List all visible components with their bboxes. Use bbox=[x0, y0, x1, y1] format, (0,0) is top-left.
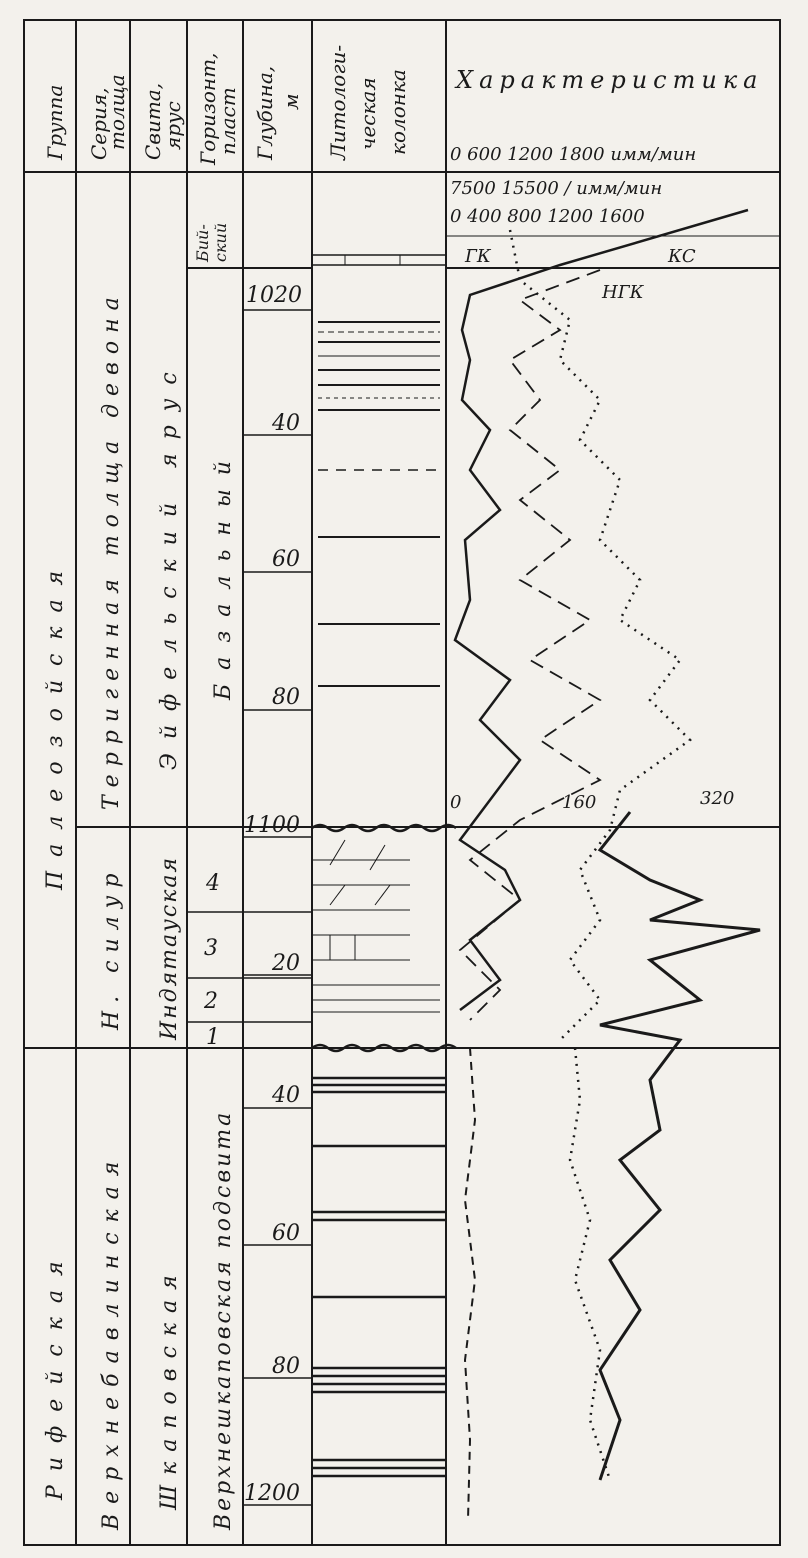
layer-2: 2 bbox=[203, 989, 218, 1014]
scale-ngk: 7500 15500 / имм/мин bbox=[450, 178, 662, 199]
horizon-biy-2: ский bbox=[211, 223, 230, 262]
depth-1100: 1100 bbox=[244, 813, 300, 838]
suite-eifel: Эйфельский ярус bbox=[157, 358, 182, 770]
header-litho-1: Литологи- bbox=[326, 45, 350, 161]
lithology-column bbox=[311, 254, 457, 1478]
horizon-baz: Базальный bbox=[211, 447, 236, 701]
low-solid-curve bbox=[597, 811, 761, 1481]
low-dashed-curve bbox=[463, 1047, 477, 1521]
label-ks: КС bbox=[667, 246, 696, 267]
group-rifey: Рифейская bbox=[43, 1247, 68, 1501]
ngk-curve bbox=[458, 269, 602, 1021]
label-gk: ГК bbox=[464, 246, 492, 267]
layer-1: 1 bbox=[206, 1025, 220, 1050]
header-depth-1: Глубина, bbox=[253, 66, 277, 161]
header-group: Группа bbox=[43, 85, 67, 161]
scale-low-320: 320 bbox=[700, 788, 734, 809]
depth-1160: 60 bbox=[272, 1221, 300, 1246]
ks-curve bbox=[453, 208, 749, 1011]
horizon-podsv: Верхнешкаповская подсвита bbox=[211, 1110, 236, 1531]
suite-indyat: Индятауская bbox=[157, 856, 182, 1041]
header-litho-2: ческая bbox=[356, 77, 380, 150]
layer-4: 4 bbox=[205, 871, 220, 896]
header-characteristic: Характеристика bbox=[454, 66, 763, 94]
depth-1120: 20 bbox=[271, 951, 300, 976]
header-horizon-1: Горизонт, bbox=[196, 53, 220, 166]
scale-gk: 0 400 800 1200 1600 bbox=[450, 206, 645, 227]
header-series-2: толща bbox=[105, 74, 129, 150]
header-depth-2: м bbox=[279, 93, 303, 110]
depth-1200: 1200 bbox=[244, 1481, 300, 1506]
series-devon: Терригенная толща девона bbox=[99, 289, 124, 810]
depth-1140: 40 bbox=[271, 1083, 300, 1108]
label-ngk: НГК bbox=[601, 282, 645, 303]
depth-1060: 60 bbox=[272, 547, 300, 572]
series-verkh: Верхнебавлинская bbox=[99, 1152, 124, 1531]
group-paleozoic: Палеозойская bbox=[43, 557, 68, 891]
scale-low-0: 0 bbox=[450, 792, 461, 813]
header-horizon-2: пласт bbox=[216, 87, 240, 155]
depth-1180: 80 bbox=[272, 1354, 300, 1379]
header-suite-1: Свита, bbox=[141, 83, 165, 160]
header-litho-3: колонка bbox=[386, 69, 410, 155]
scale-ks-top: 0 600 1200 1800 имм/мин bbox=[450, 144, 696, 165]
log-curves bbox=[453, 208, 761, 1521]
header-suite-2: ярус bbox=[161, 101, 185, 150]
gk-curve bbox=[508, 229, 692, 1041]
suite-shkap: Шкаповская bbox=[157, 1265, 182, 1511]
table-grid bbox=[23, 19, 781, 1546]
depth-1080: 80 bbox=[272, 685, 300, 710]
horizon-biy-1: Бий- bbox=[193, 224, 212, 263]
header-series-1: Серия, bbox=[87, 88, 111, 160]
depth-1020: 1020 bbox=[246, 283, 302, 308]
depth-1040: 40 bbox=[271, 411, 300, 436]
series-silur: Н. силур bbox=[99, 865, 124, 1031]
layer-3: 3 bbox=[204, 936, 218, 961]
scale-low-160: 160 bbox=[562, 792, 596, 813]
depth-ticks bbox=[243, 309, 312, 1506]
low-dotted-curve bbox=[568, 1047, 612, 1481]
